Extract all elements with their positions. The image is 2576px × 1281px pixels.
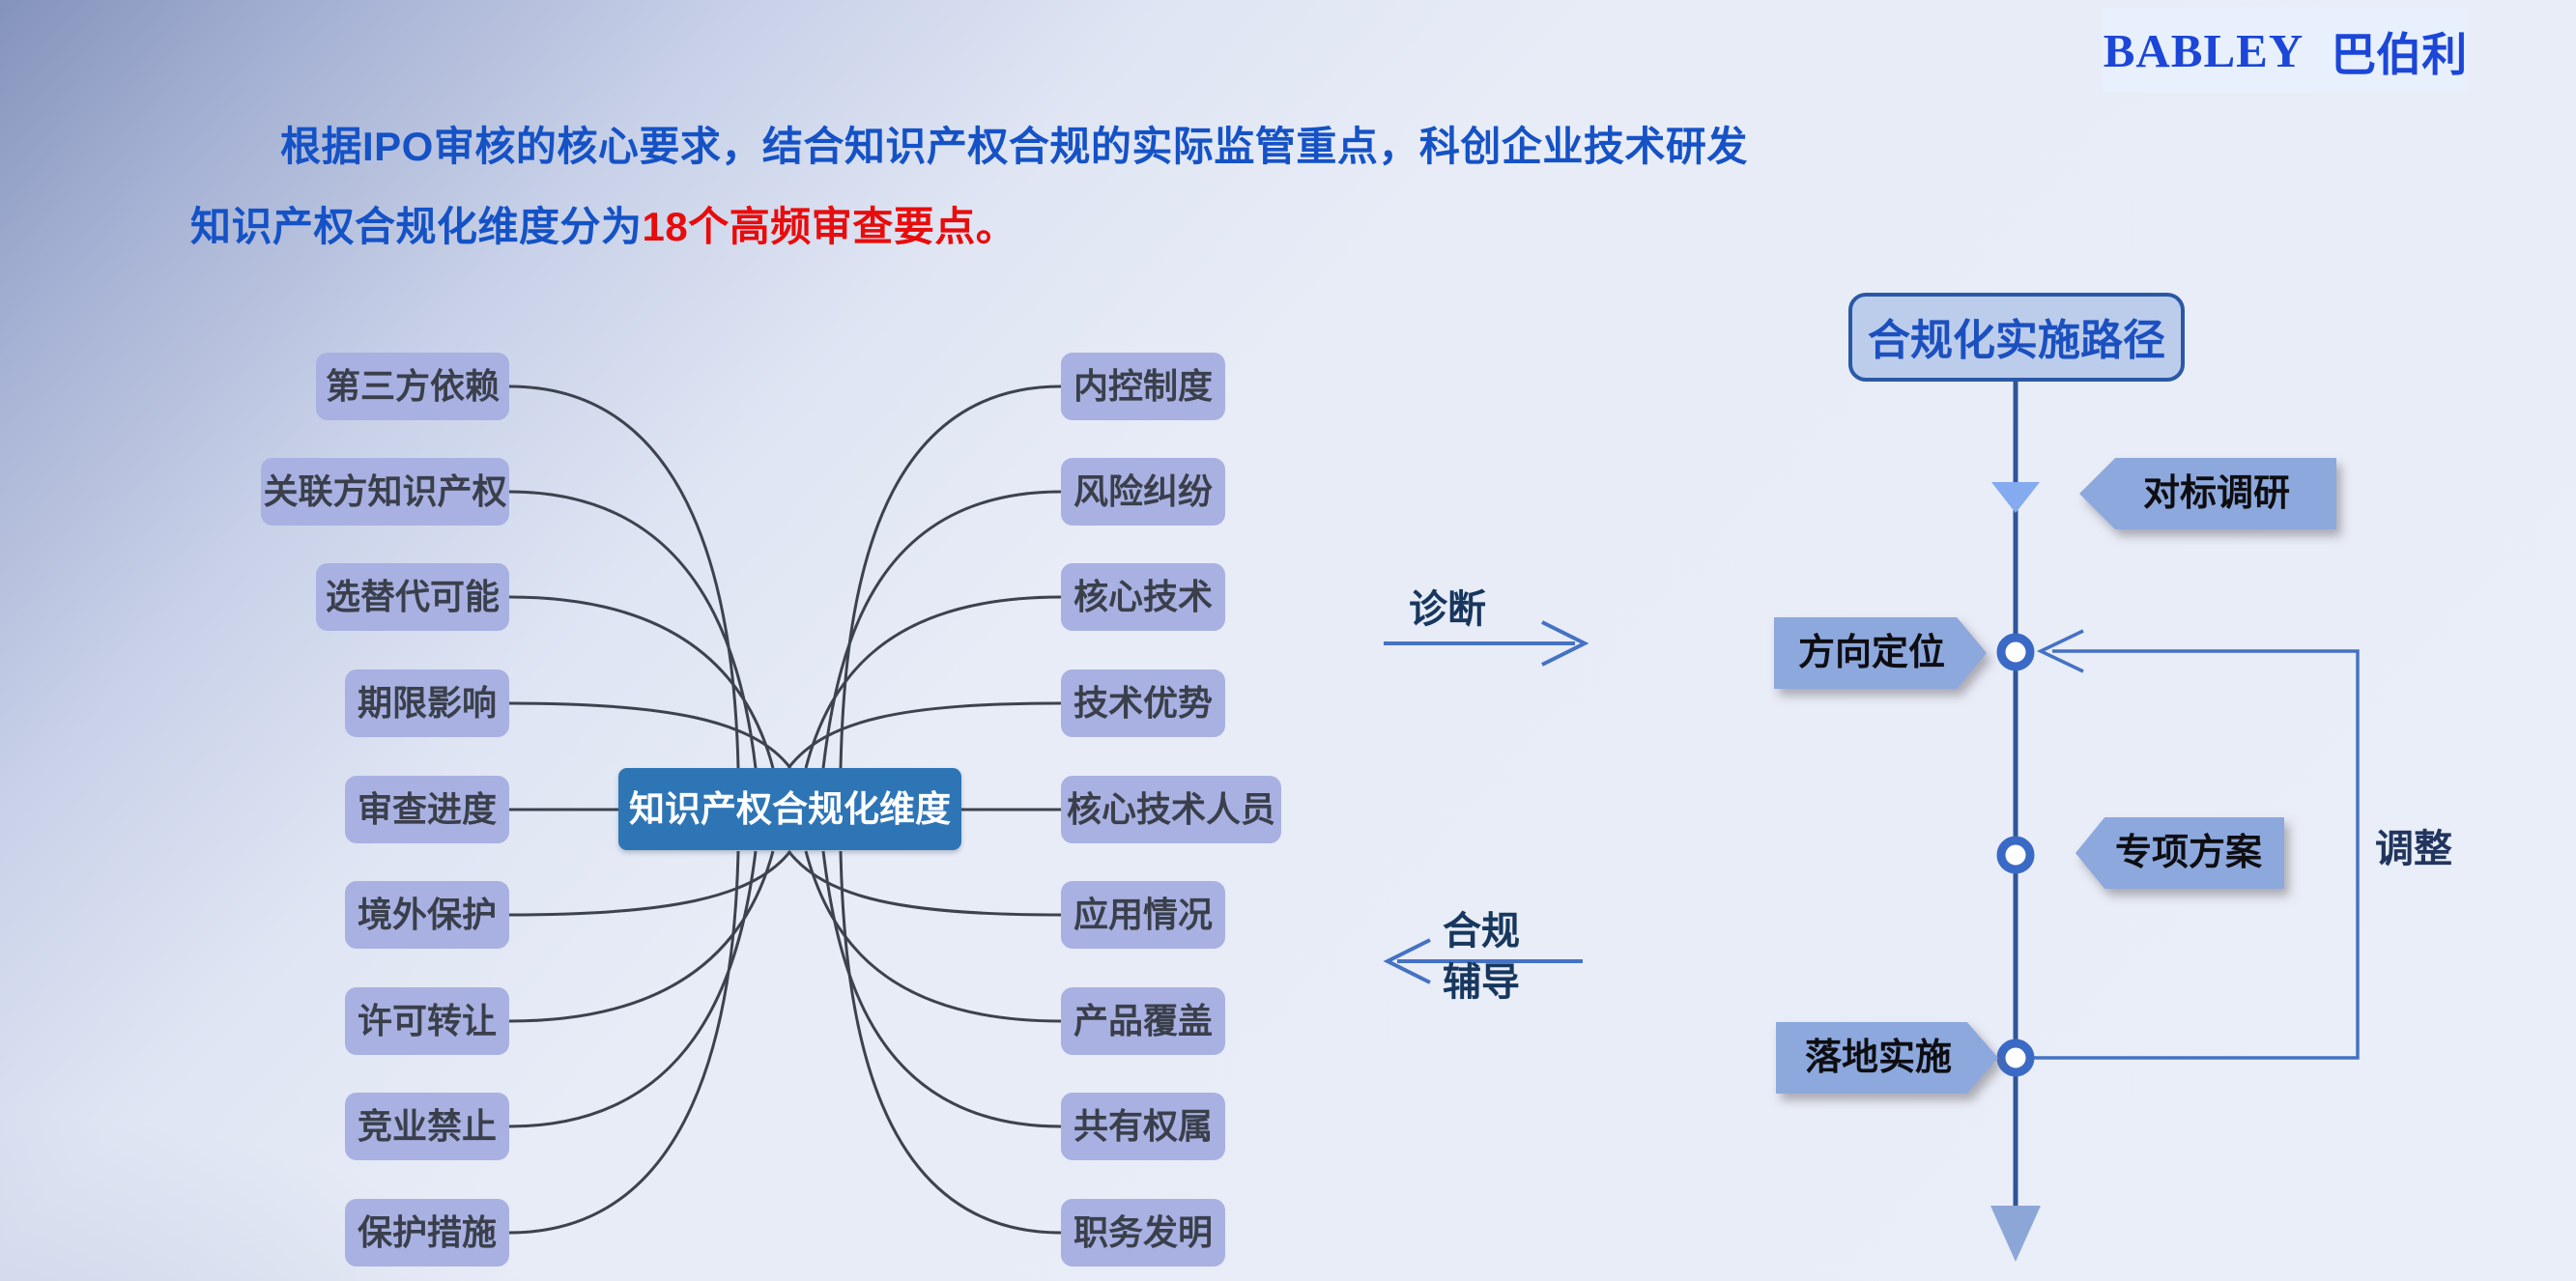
mindmap-node-right: 内控制度 [1061,353,1225,420]
mindmap-node-left: 审查进度 [345,776,509,843]
pathway-title: 合规化实施路径 [1848,293,2185,382]
coach-arrow [1383,938,1583,984]
mindmap-node-left: 期限影响 [345,669,509,737]
mindmap-node-left: 竞业禁止 [345,1093,509,1160]
down-arrowhead-top [1991,482,2040,513]
mindmap-node-left: 保护措施 [345,1199,509,1267]
feedback-loop-label: 调整 [2375,828,2452,870]
pathway-step-banner: 对标调研 [2079,458,2336,529]
diagnose-arrow [1384,620,1589,667]
mindmap-node-right: 核心技术人员 [1061,776,1281,843]
pathway-step-banner: 落地实施 [1776,1022,1998,1094]
mindmap-node-right: 应用情况 [1061,881,1225,949]
mindmap-node-left: 关联方知识产权 [261,458,509,526]
mindmap-node-left: 许可转让 [345,987,509,1055]
intro-line1: 根据IPO审核的核心要求，结合知识产权合规的实际监管重点，科创企业技术研发 [280,124,1748,169]
coach-label-line1: 合规 [1443,910,1520,953]
brand-name-zh: 巴伯利 [2331,28,2468,80]
mindmap-node-left: 第三方依赖 [316,353,509,420]
mindmap-center-node: 知识产权合规化维度 [618,768,961,850]
mindmap-node-right: 共有权属 [1061,1093,1225,1160]
diagnose-arrow-label: 诊断 [1409,588,1486,631]
mindmap-node-right: 职务发明 [1061,1199,1225,1267]
intro-line2-highlight: 18个高频审查要点。 [642,204,1017,249]
pathway-step-label: 对标调研 [2079,458,2336,529]
intro-line2: 知识产权合规化维度分为18个高频审查要点。 [190,194,1016,253]
pathway-step-label: 方向定位 [1774,617,1987,689]
mindmap-node-right: 风险纠纷 [1061,458,1225,526]
pathway-step-banner: 专项方案 [2075,817,2284,889]
mindmap-node-right: 技术优势 [1061,669,1225,737]
mindmap-branch-lines [508,384,1062,1235]
pathway-step-banner: 方向定位 [1774,617,1987,689]
coach-label-line2: 辅导 [1443,961,1520,1004]
brand-name-en: BABLEY [2103,23,2304,77]
brand-logo: BABLEY 巴伯利 [2103,8,2468,93]
pathway-step-circles [1996,633,2035,1077]
intro-line2-text: 知识产权合规化维度分为 [190,204,643,249]
pathway-main-line [1990,382,2041,1262]
pathway-step-label: 落地实施 [1776,1022,1998,1094]
mindmap-node-left: 境外保护 [345,881,509,949]
down-arrowhead-bottom [1990,1206,2041,1262]
mindmap-node-right: 产品覆盖 [1061,987,1225,1055]
coach-arrow-label: 合规 辅导 [1418,906,1544,1009]
mindmap-node-right: 核心技术 [1061,563,1225,631]
mindmap-node-left: 选替代可能 [316,563,509,631]
pathway-step-label: 专项方案 [2075,817,2284,889]
feedback-loop-line [2033,629,2360,1060]
